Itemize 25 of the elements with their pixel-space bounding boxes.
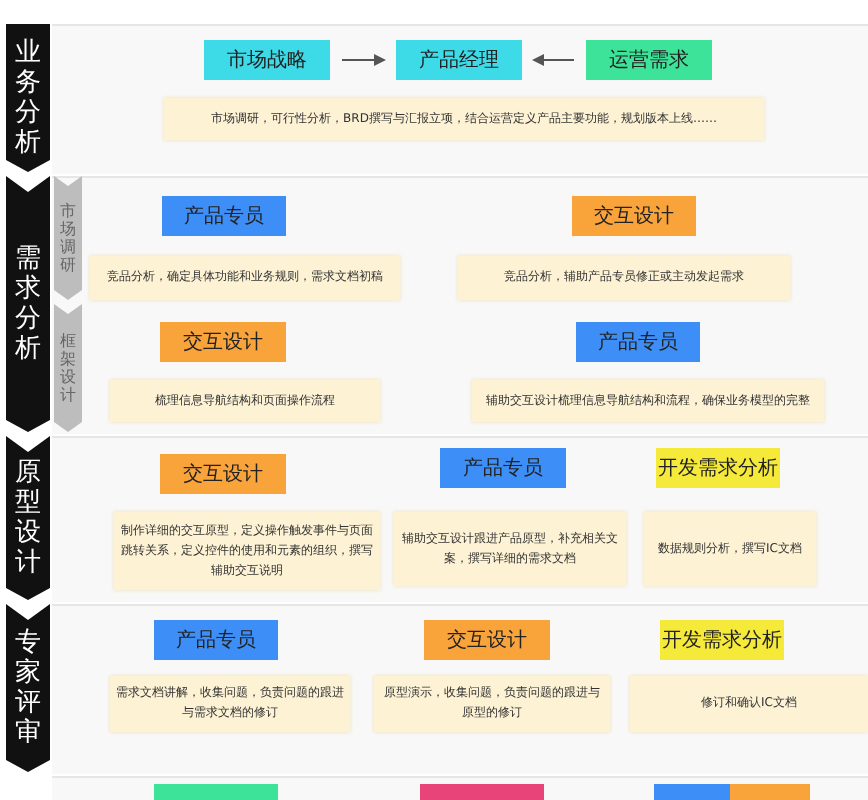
role-box: 交互设计: [572, 196, 696, 236]
section-label: 原型设计: [6, 436, 50, 600]
section-label: 业务分析: [6, 24, 50, 172]
role-box: 开发需求分析: [656, 448, 780, 488]
role-box: 市场战略: [204, 40, 330, 80]
role-box: 交互设计: [160, 322, 286, 362]
role-box: 产品专员: [576, 322, 700, 362]
section-label: 需求分析: [6, 176, 50, 432]
subsection-label: 框架设计: [54, 304, 82, 432]
role-box: 交互设计: [160, 454, 286, 494]
role-box: 运营需求: [586, 40, 712, 80]
arrow: [341, 54, 386, 66]
role-box: [730, 784, 810, 800]
arrow: [532, 54, 575, 66]
role-box: 产品专员: [154, 620, 278, 660]
section-label: 专家评审: [6, 604, 50, 772]
role-box: 产品专员: [162, 196, 286, 236]
subsection-label: 市场调研: [54, 176, 82, 300]
role-box: 交互设计: [424, 620, 550, 660]
role-box: [154, 784, 278, 800]
role-box: 产品经理: [396, 40, 522, 80]
role-box: [654, 784, 730, 800]
role-box: 产品专员: [440, 448, 566, 488]
role-box: 开发需求分析: [660, 620, 784, 660]
role-box: [420, 784, 544, 800]
